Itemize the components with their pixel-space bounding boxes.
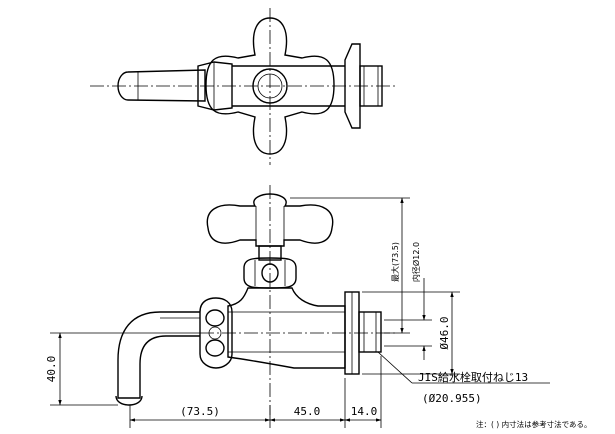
dim-body-width: 45.0 bbox=[294, 405, 321, 418]
top-view bbox=[90, 8, 395, 165]
dim-flange-width: 14.0 bbox=[351, 405, 378, 418]
thread-spec-label: JIS給水栓取付ねじ13 bbox=[418, 370, 528, 384]
dim-spout-height: 40.0 bbox=[45, 356, 58, 383]
thread-diameter-label: (Ø20.955) bbox=[422, 392, 482, 405]
dim-inner-diameter: 内径Ø12.0 bbox=[411, 242, 421, 282]
dimension-lines bbox=[50, 197, 550, 428]
dim-max-height: 最大(73.5) bbox=[390, 242, 400, 282]
dim-spout-width: (73.5) bbox=[180, 405, 220, 418]
reference-note: 注：( ) 内寸法は参考寸法である。 bbox=[476, 419, 592, 429]
front-view bbox=[115, 185, 395, 415]
dim-flange-diameter: Ø46.0 bbox=[438, 316, 451, 349]
